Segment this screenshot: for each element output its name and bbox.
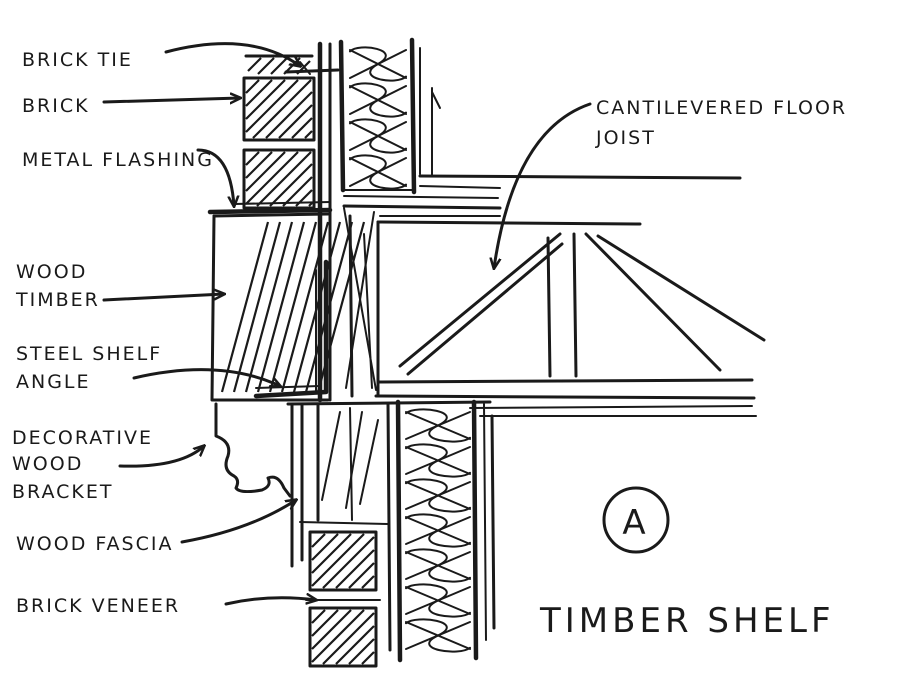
hatch-line xyxy=(291,117,313,139)
hatch-line xyxy=(245,151,260,166)
hatch-line xyxy=(322,612,375,665)
hatch-line xyxy=(311,609,326,624)
hatch-line xyxy=(256,221,306,393)
hatch-line xyxy=(269,163,313,207)
upper-brick-courses xyxy=(242,54,316,210)
hatch-line xyxy=(245,79,260,94)
hatch-line xyxy=(252,79,312,139)
hatch-line xyxy=(311,609,339,637)
leader-brick xyxy=(102,98,240,102)
label-joist-2: JOIST xyxy=(595,127,656,149)
wood-timber xyxy=(210,212,366,402)
label-wood-timber-1: WOOD xyxy=(16,261,87,283)
hatch-line xyxy=(304,221,354,393)
detail-marker-letter: A xyxy=(622,503,649,543)
hatch-line xyxy=(405,551,471,580)
leader-brick-veneer xyxy=(224,598,316,606)
wood-fascia xyxy=(290,402,304,568)
hatch-line xyxy=(335,625,375,665)
leader-metal-flashing xyxy=(196,148,234,206)
steel-shelf-angle xyxy=(253,259,329,399)
floor-framing xyxy=(286,174,757,417)
drawing-title: TIMBER SHELF xyxy=(539,601,835,641)
hatch-line xyxy=(405,586,471,615)
hatch-line xyxy=(348,638,375,665)
hatch-line xyxy=(278,104,313,139)
label-brick-tie: BRICK TIE xyxy=(22,49,133,71)
hatch-line xyxy=(311,533,339,561)
hatch-line xyxy=(245,151,299,205)
hatch-line xyxy=(349,121,407,151)
hatch-line xyxy=(268,221,318,393)
label-joist-1: CANTILEVERED FLOOR xyxy=(596,97,847,119)
hatch-line xyxy=(405,481,471,510)
leader-wood-timber xyxy=(102,294,224,302)
hatch-line xyxy=(311,533,365,587)
label-bracket-2: WOOD xyxy=(12,453,83,475)
hatch-line xyxy=(245,151,286,192)
leader-steel-shelf xyxy=(132,368,280,386)
hatch-line xyxy=(247,57,262,72)
hatch-line xyxy=(244,221,294,393)
hatch-line xyxy=(304,130,313,139)
hatch-line xyxy=(232,221,282,393)
leader-brick-tie xyxy=(164,42,300,66)
label-wood-timber-2: TIMBER xyxy=(15,289,100,311)
hatch-line xyxy=(349,49,407,79)
hatch-line xyxy=(282,176,313,207)
hatch-line xyxy=(348,562,375,589)
label-wood-fascia: WOOD FASCIA xyxy=(16,533,173,555)
lower-wall xyxy=(299,399,496,663)
hatch-line xyxy=(349,85,407,115)
hatch-line xyxy=(245,151,273,179)
leader-joist xyxy=(494,102,592,268)
hatch-line xyxy=(280,221,330,393)
label-steel-shelf-1: STEEL SHELF xyxy=(16,343,162,365)
hatch-line xyxy=(405,411,471,440)
label-brick: BRICK xyxy=(22,95,90,117)
hatch-line xyxy=(270,57,288,75)
hatch-line xyxy=(405,621,471,650)
floor-truss xyxy=(398,232,766,378)
hatch-line xyxy=(245,79,273,107)
hatch-line xyxy=(361,651,375,665)
hatch-line xyxy=(405,446,471,475)
metal-flashing xyxy=(207,201,333,215)
label-brick-veneer: BRICK VENEER xyxy=(16,595,180,617)
hatch-line xyxy=(245,79,299,133)
hatch-line xyxy=(311,609,352,650)
hatch-line xyxy=(335,549,375,589)
lower-brick-veneer xyxy=(305,530,381,668)
label-steel-shelf-2: ANGLE xyxy=(16,371,91,393)
hatch-line xyxy=(245,79,286,120)
hatch-line xyxy=(292,221,342,393)
decorative-wood-bracket xyxy=(214,402,292,498)
hatch-line xyxy=(308,202,313,207)
hatch-line xyxy=(311,533,352,574)
callout-labels: BRICK TIE BRICK METAL FLASHING WOOD TIMB… xyxy=(12,49,847,617)
leader-arrows xyxy=(102,42,592,606)
leader-wood-fascia xyxy=(180,500,296,544)
hatch-line xyxy=(256,151,312,207)
hatch-line xyxy=(265,91,313,139)
leader-bracket xyxy=(118,446,204,468)
label-bracket-3: BRACKET xyxy=(12,481,113,503)
hatch-line xyxy=(257,57,275,75)
hatch-line xyxy=(349,157,407,187)
detail-marker: A xyxy=(602,486,670,554)
hatch-line xyxy=(322,536,375,589)
hatch-line xyxy=(311,609,365,663)
hatch-line xyxy=(361,575,375,589)
label-bracket-1: DECORATIVE xyxy=(12,427,153,449)
hatch-line xyxy=(220,221,270,393)
label-metal-flashing: METAL FLASHING xyxy=(22,149,214,171)
hatch-line xyxy=(405,516,471,545)
hatch-line xyxy=(311,533,326,548)
